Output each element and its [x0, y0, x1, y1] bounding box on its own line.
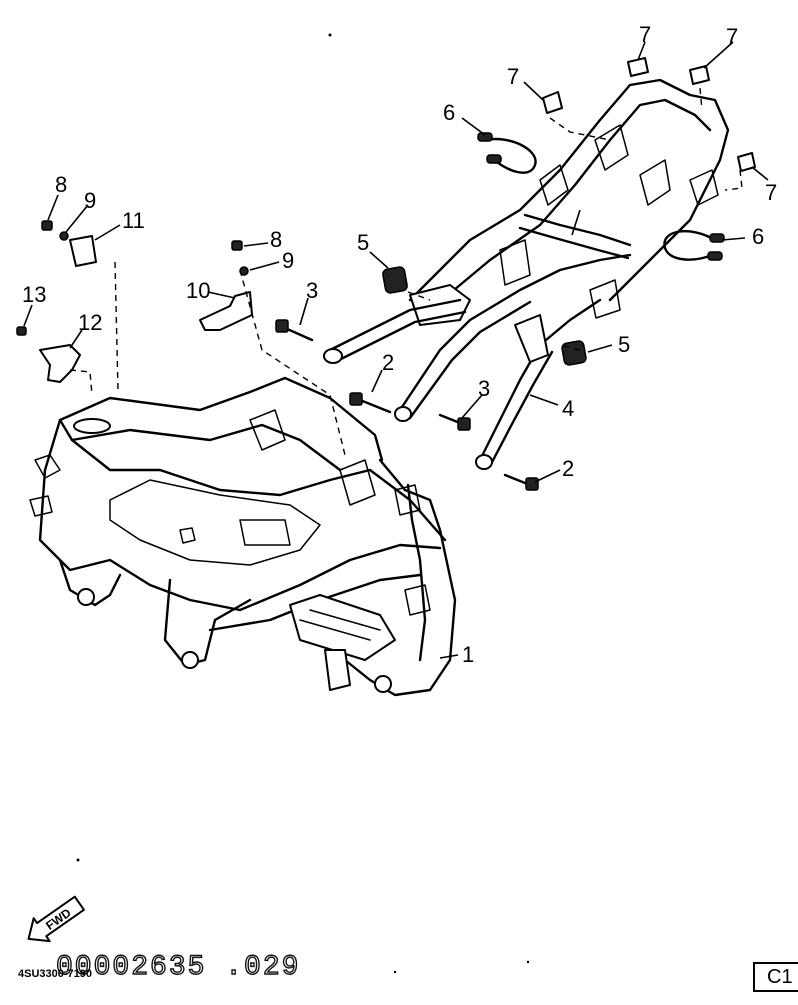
cable-6-lower	[663, 230, 725, 261]
callout-9-center: 9	[282, 248, 294, 273]
clamp-11	[69, 235, 97, 267]
callout-6-upper: 6	[443, 100, 455, 125]
page-label-box: C1	[753, 962, 798, 992]
callout-11: 11	[122, 208, 145, 233]
callout-8-center: 8	[270, 227, 282, 252]
clip-7-a	[542, 91, 563, 114]
callout-5-upper: 5	[357, 230, 369, 255]
clip-7-d	[737, 152, 756, 172]
callout-6-lower: 6	[752, 224, 764, 249]
callout-12: 12	[78, 310, 102, 335]
damper-5-lower	[561, 340, 587, 366]
bracket-12	[39, 344, 81, 383]
catalog-code: 4SU3300-7190	[18, 968, 93, 980]
washer-9-left	[59, 231, 69, 241]
main-frame	[29, 376, 457, 697]
clip-7-b	[627, 57, 649, 77]
callout-1: 1	[462, 642, 474, 667]
callout-5-lower: 5	[618, 332, 630, 357]
bolt-2-lower	[503, 473, 539, 491]
callout-7-a: 7	[507, 64, 519, 89]
bolt-3-lower	[438, 413, 471, 431]
rear-subframe	[323, 78, 730, 470]
leader-lines	[23, 41, 769, 659]
bolt-3-upper	[275, 319, 314, 342]
callout-8-left: 8	[55, 172, 67, 197]
callout-2-upper: 2	[382, 350, 394, 375]
callout-3-upper: 3	[306, 278, 318, 303]
callout-10: 10	[186, 278, 210, 303]
clip-7-c	[689, 65, 710, 85]
callout-7-c: 7	[726, 24, 738, 49]
screw-8-center	[231, 240, 243, 251]
scan-specks	[76, 33, 530, 974]
damper-5-upper	[382, 266, 408, 294]
fwd-arrow-icon: FWD	[27, 895, 85, 943]
bolt-2-upper	[349, 392, 392, 414]
callout-7-b: 7	[639, 22, 651, 47]
callout-4: 4	[562, 396, 574, 421]
bracket-10	[199, 291, 253, 331]
callout-labels: 1 2 2 3 3 4 5 5 6 6 7 7 7 7 8 8 9 9 10 1…	[22, 22, 777, 667]
callout-3-lower: 3	[478, 376, 490, 401]
screw-13	[16, 326, 27, 336]
callout-9-left: 9	[84, 188, 96, 213]
callout-2-lower: 2	[562, 456, 574, 481]
screw-8-left	[41, 220, 53, 231]
callout-7-d: 7	[765, 180, 777, 205]
scan-stamp: 00002635 .029	[55, 951, 301, 983]
cable-6-upper	[477, 132, 537, 174]
callout-13: 13	[22, 282, 46, 307]
